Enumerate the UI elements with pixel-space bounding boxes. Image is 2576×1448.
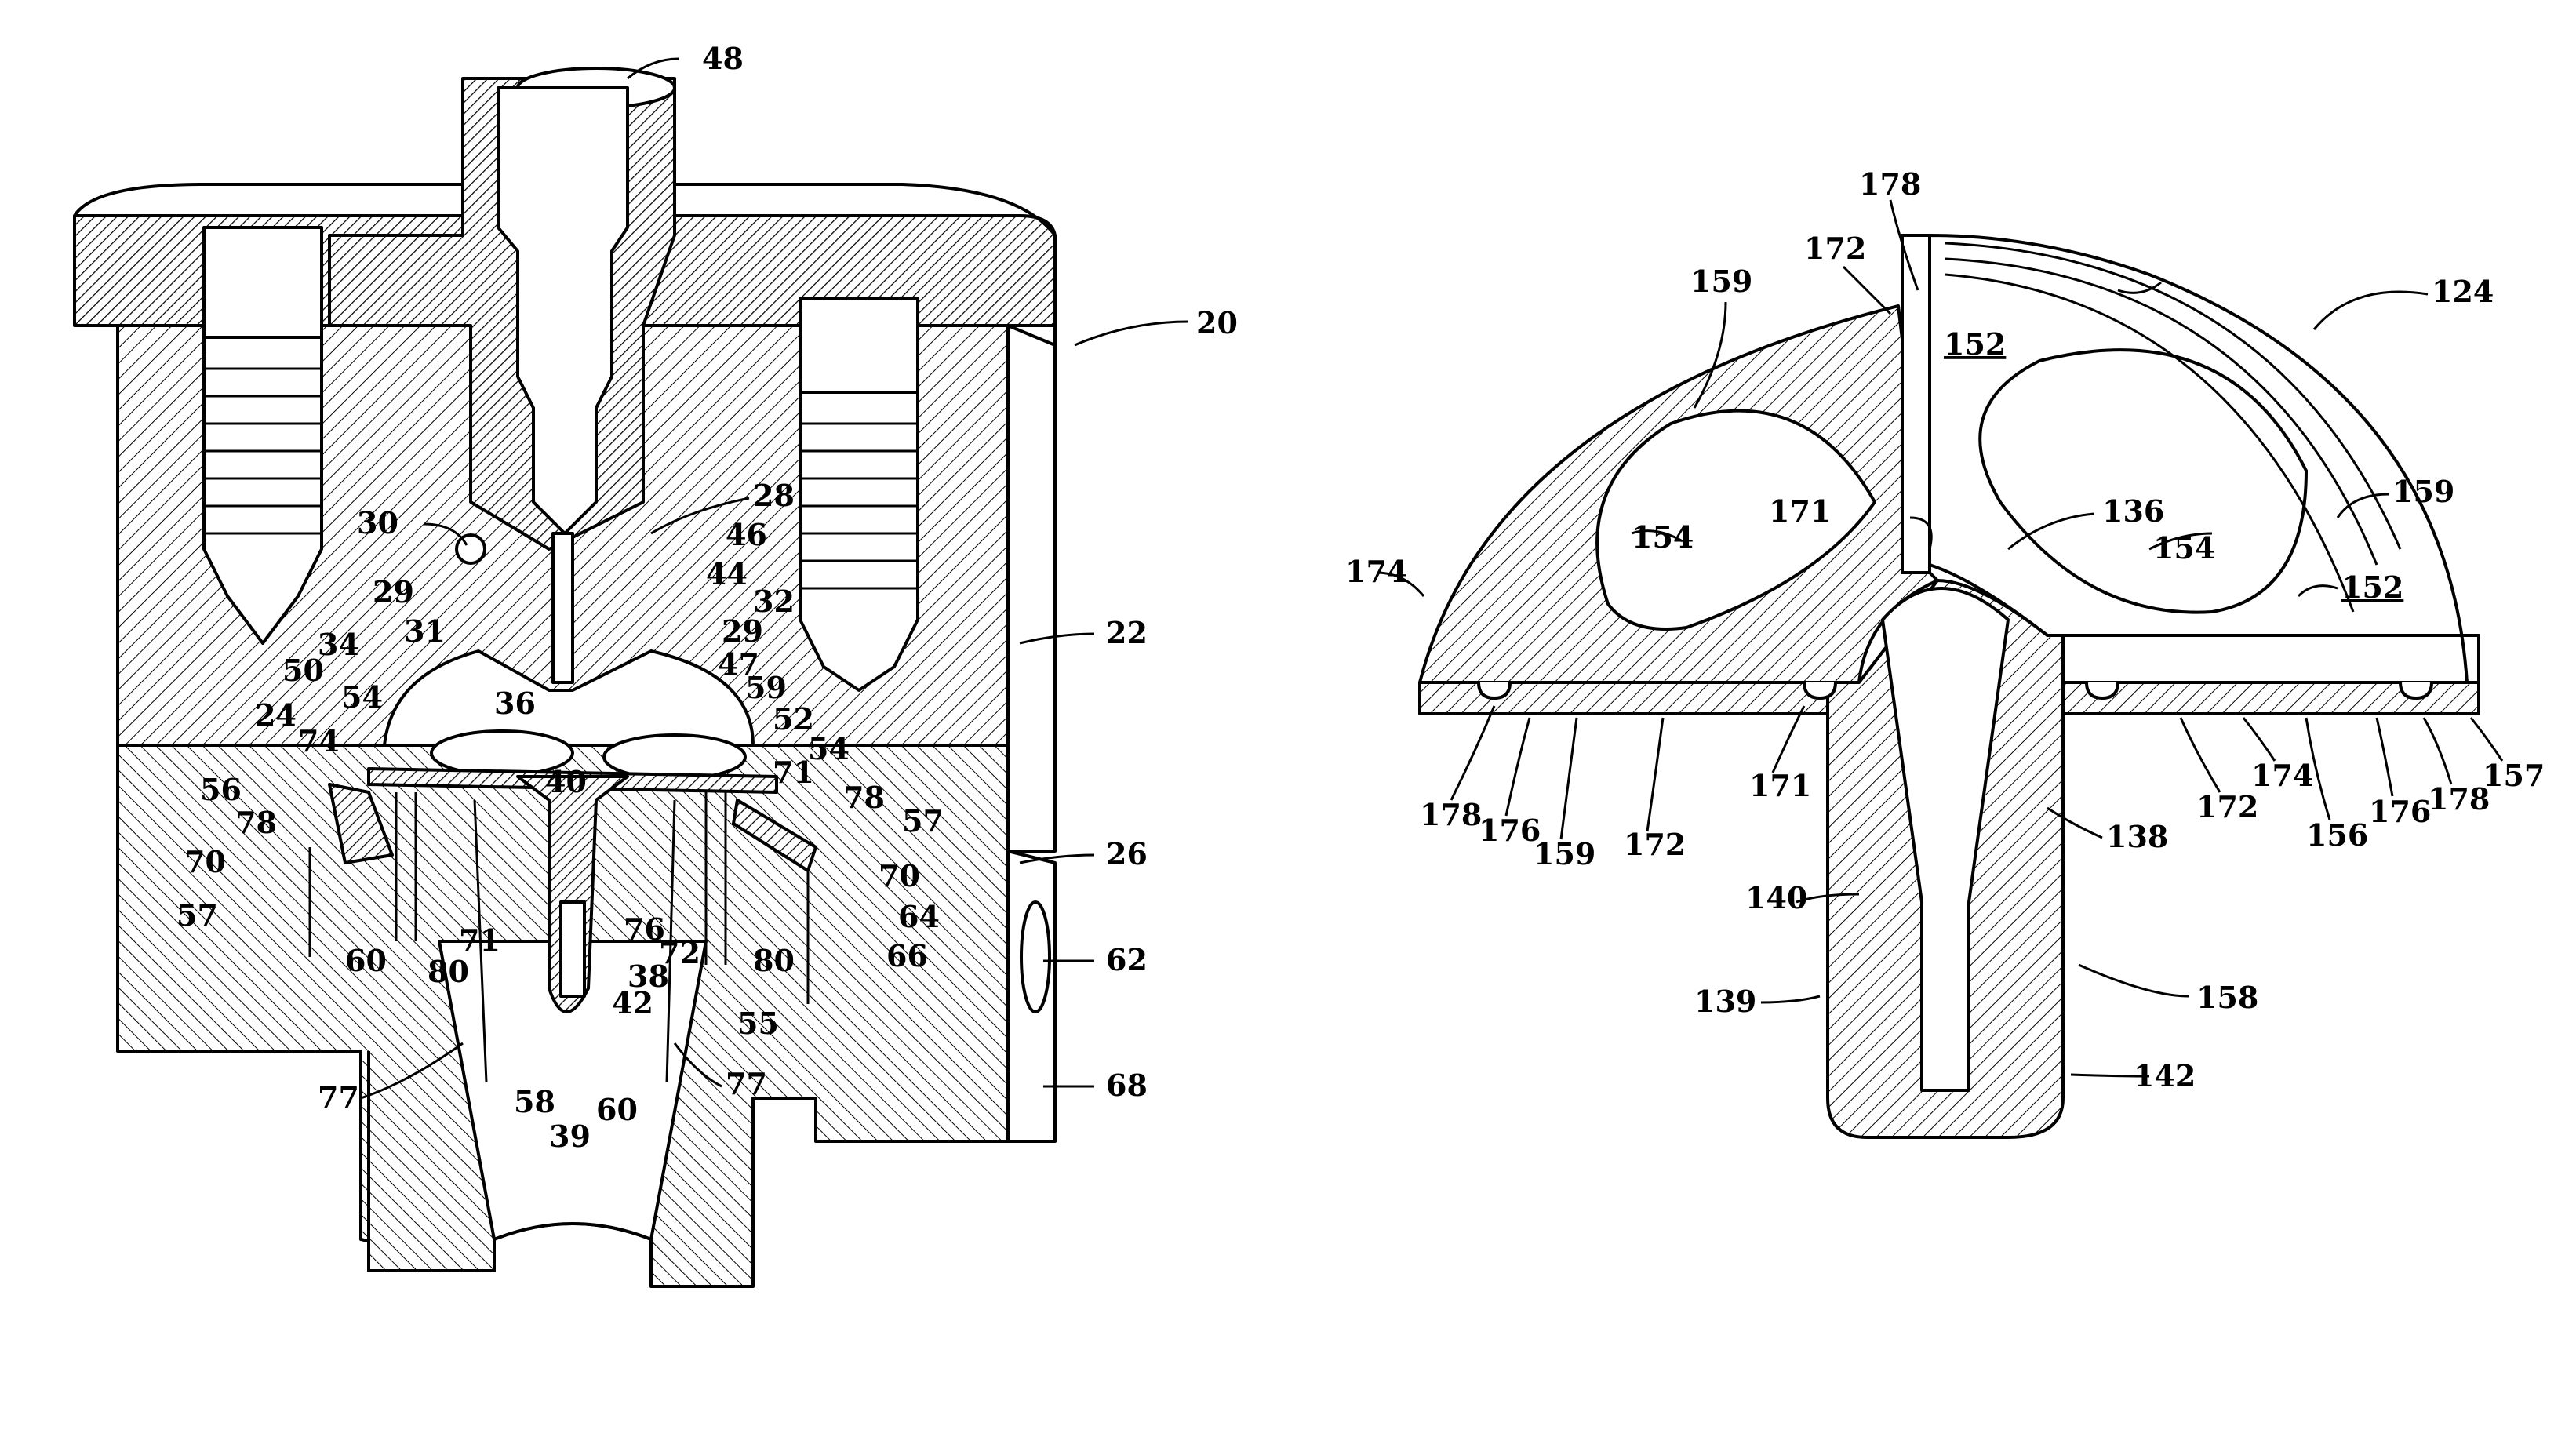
ref-numeral: 42	[612, 985, 653, 1021]
ref-numeral: 78	[843, 780, 885, 815]
upper-body-right-face	[1008, 326, 1055, 851]
ref-numeral: 152	[1944, 326, 2006, 362]
ref-numeral: 26	[1106, 836, 1148, 871]
ref-numeral: 44	[706, 556, 748, 591]
ref-numeral: 176	[1479, 813, 1541, 848]
ref-numeral: 60	[345, 943, 387, 978]
side-port	[1021, 902, 1050, 1012]
ref-numeral: 54	[341, 679, 383, 715]
ref-numeral: 154	[1632, 519, 1694, 555]
ref-numeral: 172	[2196, 789, 2258, 824]
ref-numeral: 139	[1694, 984, 1756, 1019]
ref-numeral: 156	[2306, 817, 2368, 853]
ref-numeral: 70	[184, 844, 226, 879]
ref-numeral: 31	[404, 613, 446, 649]
ref-numeral: 48	[702, 41, 744, 76]
ref-numeral: 77	[726, 1066, 767, 1101]
ref-numeral: 80	[753, 943, 795, 978]
ref-numeral: 140	[1745, 880, 1807, 915]
figure-left-nozzle-assembly	[75, 68, 1055, 1286]
ref-numeral: 22	[1106, 615, 1148, 650]
ref-numeral: 50	[282, 653, 324, 688]
ref-numeral: 39	[549, 1119, 591, 1154]
ref-numeral: 159	[1534, 836, 1595, 871]
ref-numeral: 30	[357, 505, 398, 540]
right-bolt	[800, 298, 918, 690]
left-bolt	[204, 227, 322, 643]
ref-numeral: 178	[1420, 797, 1482, 832]
ref-numeral: 174	[1345, 554, 1407, 589]
ref-numeral: 172	[1624, 827, 1686, 862]
ref-numeral: 138	[2106, 819, 2168, 854]
ref-numeral: 28	[753, 478, 795, 513]
ref-numeral: 20	[1196, 305, 1238, 340]
ref-numeral: 59	[745, 670, 787, 705]
figure-right-swirl-insert	[1420, 235, 2479, 1137]
ref-numeral: 46	[726, 517, 767, 552]
ref-numeral: 56	[200, 772, 242, 807]
ref-numeral: 29	[373, 574, 414, 609]
ref-numeral: 159	[1690, 264, 1752, 299]
ref-numeral: 78	[235, 805, 277, 840]
ref-numeral: 68	[1106, 1068, 1148, 1103]
ref-numeral: 40	[545, 764, 587, 799]
ref-numeral: 34	[318, 627, 359, 662]
ref-numeral: 136	[2102, 493, 2164, 529]
ref-numeral: 57	[176, 897, 218, 933]
ref-numeral: 74	[298, 723, 340, 759]
port-30	[457, 535, 485, 563]
ref-numeral: 71	[773, 755, 814, 790]
ref-numeral: 157	[2483, 758, 2545, 793]
ref-numeral: 159	[2392, 474, 2454, 509]
ref-numeral: 66	[886, 938, 928, 973]
ref-numeral: 80	[428, 954, 469, 989]
ref-numeral: 71	[459, 922, 500, 958]
ref-numeral: 54	[808, 731, 850, 766]
ref-numeral: 29	[722, 613, 763, 649]
ref-numeral: 58	[514, 1084, 555, 1119]
ref-numeral: 60	[596, 1092, 638, 1127]
capillary	[553, 533, 573, 682]
ref-numeral: 142	[2134, 1058, 2196, 1093]
ref-numeral: 57	[902, 803, 944, 839]
ref-numeral: 55	[737, 1006, 779, 1041]
ref-numeral: 174	[2251, 758, 2313, 793]
ref-numeral: 178	[2428, 781, 2490, 817]
ref-numeral: 24	[255, 697, 297, 733]
ref-numeral: 152	[2341, 569, 2403, 605]
ref-numeral: 171	[1769, 493, 1831, 529]
ref-numeral: 62	[1106, 942, 1148, 977]
ref-numeral: 70	[879, 858, 920, 893]
ref-numeral: 178	[1859, 166, 1921, 202]
ref-numeral: 124	[2432, 274, 2494, 309]
ref-numeral: 64	[898, 899, 940, 934]
ref-numeral: 77	[318, 1079, 359, 1115]
ref-numeral: 171	[1749, 768, 1811, 803]
ref-numeral: 176	[2369, 794, 2431, 829]
ref-numeral: 36	[494, 686, 536, 721]
pin-bore	[561, 902, 584, 996]
ref-numeral: 158	[2196, 980, 2258, 1015]
ref-numeral: 172	[1804, 231, 1866, 266]
